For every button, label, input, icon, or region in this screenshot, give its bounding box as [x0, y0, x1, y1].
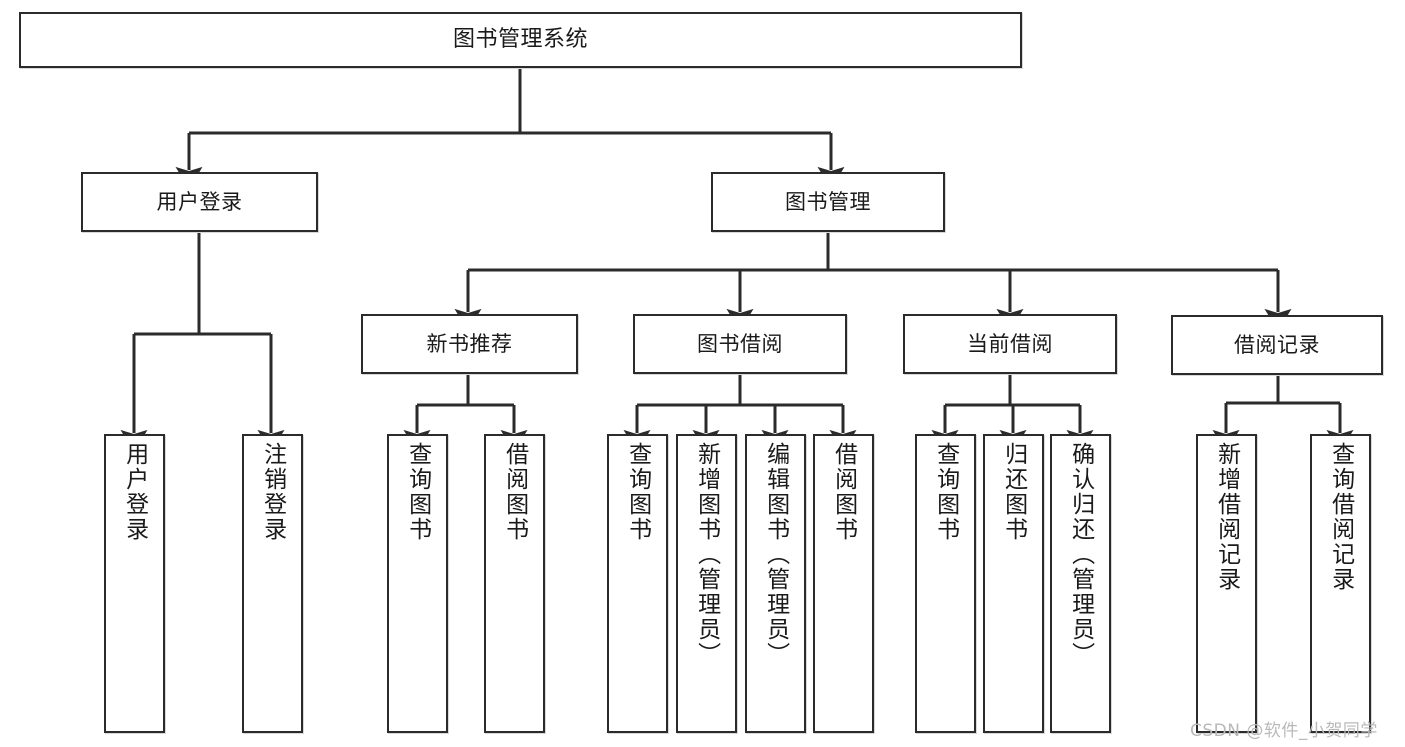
node-label: 图书管理 — [785, 189, 871, 214]
node-label: 图书管理系统 — [452, 27, 588, 53]
node-leaf-query-book-borrow[interactable]: 查询图书 — [607, 434, 668, 733]
node-leaf-query-book-recommend[interactable]: 查询图书 — [387, 434, 448, 733]
node-leaf-borrow-book-recommend[interactable]: 借阅图书 — [484, 434, 545, 733]
node-leaf-user-logout[interactable]: 注销登录 — [242, 434, 303, 733]
node-label: 借阅记录 — [1234, 332, 1320, 357]
node-label: 新增图书（管理员） — [693, 442, 720, 667]
node-leaf-user-login[interactable]: 用户登录 — [104, 434, 165, 733]
node-label: 新书推荐 — [426, 331, 513, 356]
node-label: 图书借阅 — [697, 331, 783, 356]
node-label: 归还图书 — [1000, 442, 1027, 542]
node-label: 借阅图书 — [830, 442, 857, 542]
node-label: 当前借阅 — [967, 331, 1053, 356]
node-label: 查询借阅记录 — [1327, 442, 1354, 592]
node-label: 用户登录 — [156, 189, 243, 214]
csdn-watermark: CSDN @软件_小贺同学 — [1190, 721, 1378, 741]
node-label: 确认归还（管理员） — [1067, 442, 1094, 667]
node-borrow-record[interactable]: 借阅记录 — [1171, 315, 1383, 375]
node-label: 注销登录 — [259, 442, 286, 542]
node-leaf-query-borrow-record[interactable]: 查询借阅记录 — [1310, 434, 1371, 733]
node-label: 查询图书 — [404, 442, 431, 542]
node-label: 用户登录 — [121, 442, 148, 542]
node-user-login[interactable]: 用户登录 — [81, 172, 318, 232]
node-leaf-confirm-return[interactable]: 确认归还（管理员） — [1050, 434, 1111, 733]
node-label: 编辑图书（管理员） — [762, 442, 789, 667]
node-leaf-query-book-current[interactable]: 查询图书 — [915, 434, 976, 733]
node-book-manage[interactable]: 图书管理 — [711, 172, 945, 232]
node-new-book-recommend[interactable]: 新书推荐 — [361, 314, 578, 374]
node-label: 查询图书 — [624, 442, 651, 542]
node-leaf-edit-book[interactable]: 编辑图书（管理员） — [745, 434, 806, 733]
node-root-system[interactable]: 图书管理系统 — [19, 12, 1022, 68]
node-label: 查询图书 — [932, 442, 959, 542]
node-leaf-borrow-book[interactable]: 借阅图书 — [813, 434, 874, 733]
node-label: 借阅图书 — [501, 442, 528, 542]
node-label: 新增借阅记录 — [1213, 442, 1240, 592]
node-current-borrow[interactable]: 当前借阅 — [903, 314, 1117, 374]
node-book-borrow[interactable]: 图书借阅 — [633, 314, 847, 374]
node-leaf-return-book[interactable]: 归还图书 — [983, 434, 1044, 733]
node-leaf-add-book[interactable]: 新增图书（管理员） — [676, 434, 737, 733]
node-leaf-add-borrow-record[interactable]: 新增借阅记录 — [1196, 434, 1257, 733]
